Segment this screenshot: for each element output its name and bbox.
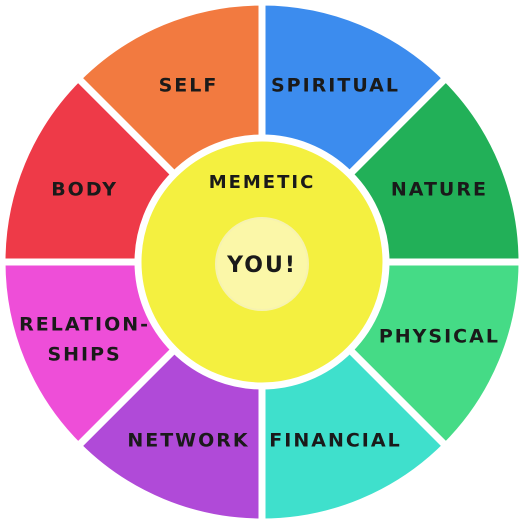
wheel-segment-labels: SPIRITUAL NATURE PHYSICAL FINANCIAL NETWORK R… bbox=[19, 75, 500, 452]
segment-label: NETWORK bbox=[127, 429, 249, 451]
segment-label: SPIRITUAL bbox=[271, 75, 400, 97]
segment-label: PHYSICAL bbox=[379, 326, 500, 348]
memetic-label: MEMETIC bbox=[209, 172, 316, 193]
segment-label: FINANCIAL bbox=[269, 429, 401, 451]
segment-label: NATURE bbox=[391, 179, 488, 201]
you-core-circle bbox=[215, 217, 309, 311]
segment-label-line: SHIPS bbox=[47, 344, 121, 366]
segment-label: SELF bbox=[159, 75, 219, 97]
segment-label: BODY bbox=[51, 179, 118, 201]
segment-label-line: RELATION- bbox=[19, 314, 150, 336]
you-label: YOU! bbox=[226, 253, 297, 278]
segment-label: RELATION- SHIPS bbox=[19, 314, 150, 366]
